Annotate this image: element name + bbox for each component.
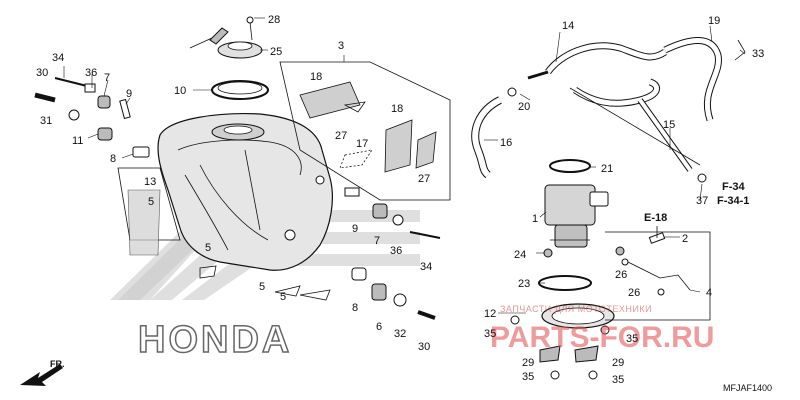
decal-stickers bbox=[127, 81, 437, 301]
callout-5-b: 5 bbox=[205, 242, 211, 254]
fuel-hose-16 bbox=[471, 87, 517, 179]
callout-24: 24 bbox=[514, 249, 526, 261]
callout-23: 23 bbox=[518, 278, 530, 290]
pump-gaskets bbox=[538, 275, 615, 329]
fuel-hose-15 bbox=[569, 78, 701, 172]
callout-26-b: 26 bbox=[628, 287, 640, 299]
callout-14: 14 bbox=[562, 20, 574, 32]
callout-5-d: 5 bbox=[280, 291, 286, 303]
callout-2: 2 bbox=[682, 233, 688, 245]
callout-9-a: 9 bbox=[126, 88, 132, 100]
ref-f34-1: F-34-1 bbox=[717, 195, 749, 207]
front-arrow-icon bbox=[20, 364, 63, 386]
diagram-code: MFJAF1400 bbox=[723, 383, 772, 393]
mount-hardware-right bbox=[344, 187, 441, 320]
gasket-ring-10 bbox=[211, 80, 269, 100]
fuel-tank bbox=[157, 113, 333, 271]
callout-34-b: 34 bbox=[420, 261, 432, 273]
honda-brand-text: HONDA bbox=[138, 319, 292, 361]
callout-11: 11 bbox=[72, 135, 83, 147]
callout-16: 16 bbox=[500, 137, 512, 149]
callout-30-b: 30 bbox=[418, 341, 430, 353]
callout-12: 12 bbox=[484, 308, 496, 320]
callout-35-b: 35 bbox=[626, 333, 638, 345]
watermark-site: PARTS-FOR.RU bbox=[490, 321, 714, 354]
callout-8-b: 8 bbox=[352, 302, 358, 314]
callout-35-c: 35 bbox=[522, 371, 534, 383]
callout-leaders bbox=[63, 17, 746, 314]
callout-37: 37 bbox=[696, 195, 708, 207]
callout-6: 6 bbox=[376, 321, 382, 333]
ref-f34: F-34 bbox=[722, 181, 746, 193]
callout-17: 17 bbox=[356, 138, 368, 150]
watermark-tagline: ЗАПЧАСТИ ДЛЯ МОТОТЕХНИКИ bbox=[500, 304, 652, 314]
callout-32: 32 bbox=[394, 328, 406, 340]
callout-25: 25 bbox=[270, 46, 282, 58]
pump-harness-frame bbox=[605, 231, 711, 321]
callout-36-a: 36 bbox=[85, 67, 97, 79]
callout-13: 13 bbox=[144, 176, 156, 188]
fuel-cap bbox=[189, 16, 263, 59]
callout-35-a: 35 bbox=[484, 328, 496, 340]
callout-31: 31 bbox=[40, 115, 52, 127]
fuel-pump-unit bbox=[544, 159, 609, 248]
callout-27-b: 27 bbox=[418, 173, 430, 185]
front-label: FR. bbox=[50, 359, 65, 369]
callout-5-c: 5 bbox=[259, 281, 265, 293]
callout-1: 1 bbox=[532, 213, 538, 225]
callout-30-a: 30 bbox=[36, 67, 48, 79]
callout-10: 10 bbox=[174, 85, 186, 97]
callout-35-d: 35 bbox=[612, 374, 624, 386]
callout-3: 3 bbox=[338, 40, 344, 52]
label-group-frame bbox=[117, 61, 451, 241]
fuel-hose-14 bbox=[527, 42, 667, 80]
callout-5-a: 5 bbox=[148, 196, 154, 208]
ref-e18: E-18 bbox=[644, 212, 667, 224]
callout-18-b: 18 bbox=[391, 103, 403, 115]
callout-4: 4 bbox=[706, 287, 712, 299]
callout-9-b: 9 bbox=[352, 223, 358, 235]
callout-15: 15 bbox=[663, 119, 675, 131]
callout-36-b: 36 bbox=[390, 245, 402, 257]
hose-clip-37 bbox=[697, 173, 707, 183]
callout-8-a: 8 bbox=[110, 153, 116, 165]
callout-7-a: 7 bbox=[104, 72, 110, 84]
callout-19: 19 bbox=[708, 15, 720, 27]
callout-27-a: 27 bbox=[335, 130, 347, 142]
callout-numbers: 28 25 10 3 18 18 27 17 27 34 36 7 30 9 3… bbox=[36, 14, 764, 386]
callout-20: 20 bbox=[518, 101, 530, 113]
callout-34-a: 34 bbox=[52, 52, 64, 64]
callout-21: 21 bbox=[601, 163, 613, 175]
callout-18-a: 18 bbox=[310, 71, 322, 83]
callout-26-a: 26 bbox=[615, 269, 627, 281]
callout-7-b: 7 bbox=[374, 235, 380, 247]
callout-29-a: 29 bbox=[522, 357, 534, 369]
callout-28: 28 bbox=[268, 14, 280, 26]
fuel-hose-19 bbox=[663, 37, 746, 122]
callout-29-b: 29 bbox=[612, 357, 624, 369]
pump-small-parts bbox=[510, 232, 691, 380]
callout-33: 33 bbox=[752, 48, 764, 60]
